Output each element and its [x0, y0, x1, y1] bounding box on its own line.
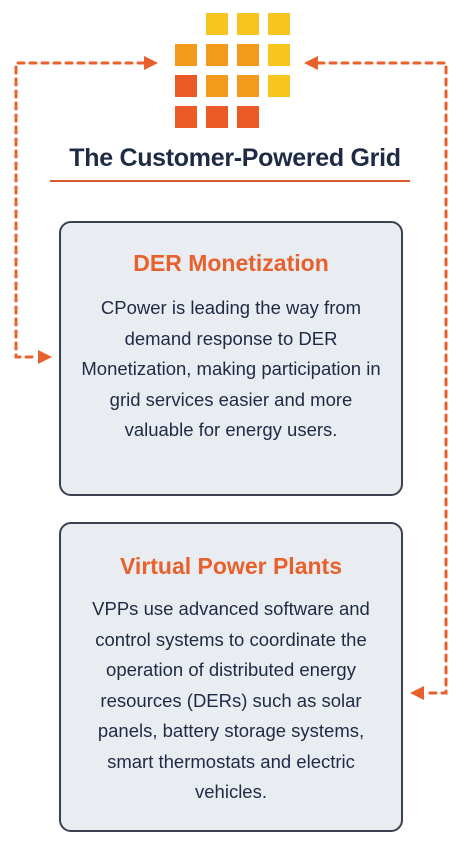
card-body: VPPs use advanced software and control s…	[92, 598, 370, 802]
arrow-head-top-right	[304, 56, 318, 70]
card-title: Virtual Power Plants	[120, 553, 342, 579]
arrow-head-left-card	[38, 350, 52, 364]
card-der-monetization: DER Monetization CPower is leading the w…	[59, 221, 403, 496]
left-connector-line	[14, 61, 146, 359]
page-title: The Customer-Powered Grid	[69, 144, 401, 172]
logo-tile	[206, 44, 228, 66]
title-underline	[50, 180, 410, 182]
logo-tile	[237, 44, 259, 66]
card-virtual-power-plants: Virtual Power Plants VPPs use advanced s…	[59, 522, 403, 832]
logo-tile	[268, 13, 290, 35]
logo-tile	[206, 106, 228, 128]
logo-tile	[175, 75, 197, 97]
arrow-head-top-left	[144, 56, 158, 70]
logo-tile	[206, 13, 228, 35]
energy-grid-icon	[175, 13, 290, 128]
card-body: CPower is leading the way from demand re…	[81, 297, 381, 440]
logo-tile	[237, 106, 259, 128]
logo-tile	[175, 106, 197, 128]
card-title: DER Monetization	[133, 250, 329, 276]
right-connector-line	[316, 61, 448, 695]
logo-tile	[268, 75, 290, 97]
logo-tile	[237, 75, 259, 97]
logo-tile	[268, 44, 290, 66]
arrow-head-right-card	[410, 686, 424, 700]
logo-tile	[237, 13, 259, 35]
logo-tile	[206, 75, 228, 97]
logo-tile	[175, 44, 197, 66]
